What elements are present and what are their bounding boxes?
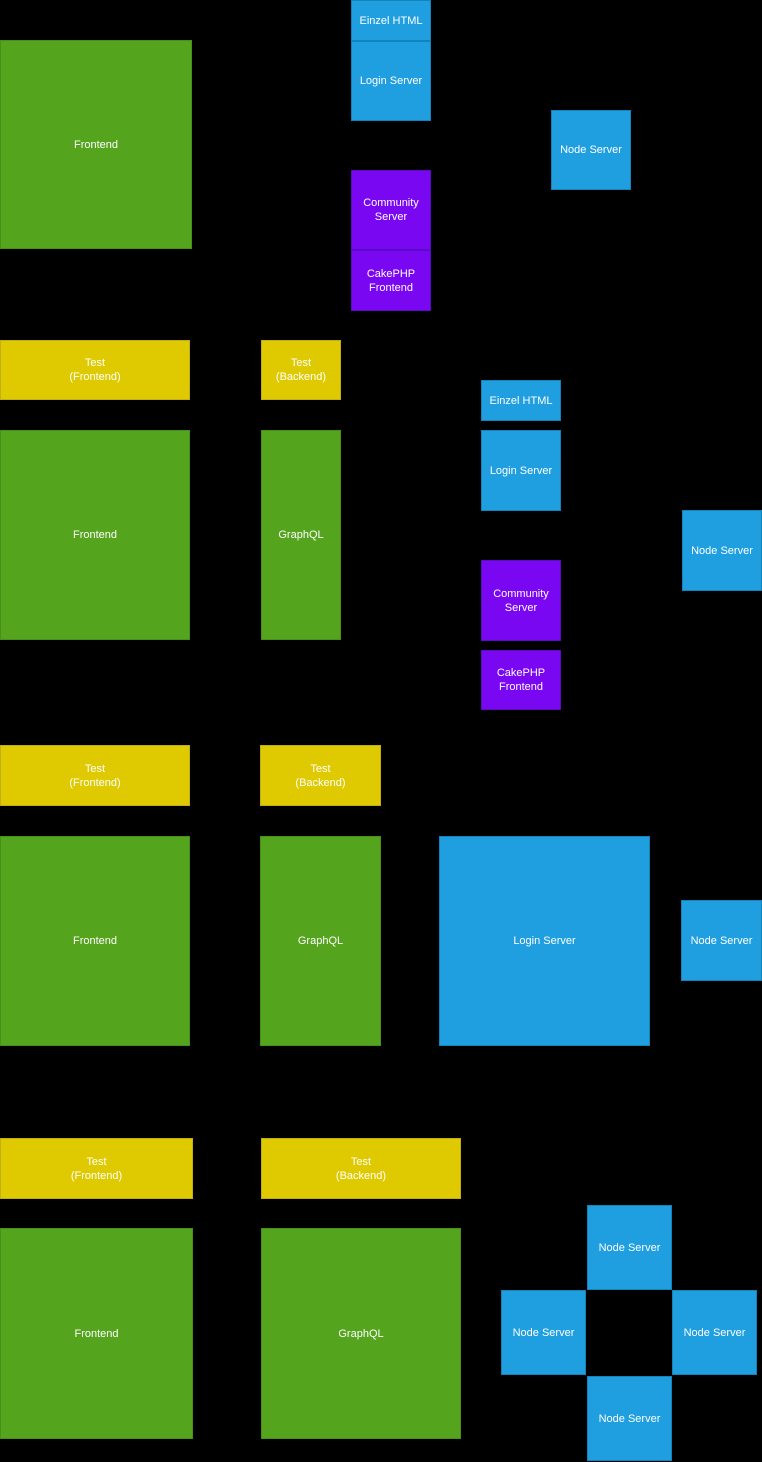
node-server-v1: Node Server xyxy=(551,110,631,190)
box-label: Test (Backend) xyxy=(295,762,346,789)
box-label: Login Server xyxy=(489,464,553,477)
box-label: Test (Frontend) xyxy=(69,357,121,383)
box-label: Frontend xyxy=(72,529,118,541)
graphql-v3: GraphQL xyxy=(260,836,381,1046)
test-frontend-v3: Test (Frontend) xyxy=(0,745,190,806)
login-server-v2: Login Server xyxy=(481,430,561,511)
node-server-v2: Node Server xyxy=(682,510,762,591)
box-label: Einzel HTML xyxy=(489,394,553,407)
test-backend-v4: Test (Backend) xyxy=(261,1138,461,1199)
test-frontend-v2: Test (Frontend) xyxy=(0,340,190,400)
box-label: Frontend xyxy=(73,138,119,151)
box-label: Test (Frontend) xyxy=(69,762,121,789)
box-label: GraphQL xyxy=(278,529,324,541)
frontend-v1: Frontend xyxy=(0,40,192,249)
frontend-v4: Frontend xyxy=(0,1228,193,1439)
box-label: Node Server xyxy=(598,1412,661,1425)
node-server-v4-left: Node Server xyxy=(501,1290,586,1375)
box-label: GraphQL xyxy=(338,1327,384,1340)
test-backend-v3: Test (Backend) xyxy=(260,745,381,806)
cakephp-frontend-v1: CakePHP Frontend xyxy=(351,250,431,311)
box-label: Frontend xyxy=(72,935,118,947)
box-label: Login Server xyxy=(359,75,423,87)
einzel-html-v1: Einzel HTML xyxy=(351,0,431,41)
box-label: Test (Backend) xyxy=(275,357,327,383)
graphql-v4: GraphQL xyxy=(261,1228,461,1439)
login-server-v3: Login Server xyxy=(439,836,650,1046)
box-label: CakePHP Frontend xyxy=(496,667,546,693)
test-frontend-v4: Test (Frontend) xyxy=(0,1138,193,1199)
box-label: Einzel HTML xyxy=(359,14,423,27)
box-label: Login Server xyxy=(513,935,576,947)
community-server-v1: Community Server xyxy=(351,170,431,250)
test-backend-v2: Test (Backend) xyxy=(261,340,341,400)
node-server-v3: Node Server xyxy=(681,900,762,981)
box-label: Node Server xyxy=(683,1326,746,1339)
node-server-v4-bottom: Node Server xyxy=(587,1376,672,1461)
box-label: CakePHP Frontend xyxy=(366,267,416,294)
box-label: Node Server xyxy=(560,144,622,156)
box-label: Node Server xyxy=(691,544,753,557)
graphql-v2: GraphQL xyxy=(261,430,341,640)
box-label: Test (Frontend) xyxy=(70,1155,123,1182)
node-server-v4-top: Node Server xyxy=(587,1205,672,1290)
box-label: GraphQL xyxy=(297,935,344,947)
box-label: Test (Backend) xyxy=(335,1155,387,1182)
einzel-html-v2: Einzel HTML xyxy=(481,380,561,421)
community-server-v2: Community Server xyxy=(481,560,561,641)
box-label: Node Server xyxy=(512,1326,575,1339)
box-label: Community Server xyxy=(363,197,419,223)
box-label: Community Server xyxy=(493,587,549,614)
box-label: Frontend xyxy=(74,1327,119,1340)
frontend-v3: Frontend xyxy=(0,836,190,1046)
cakephp-frontend-v2: CakePHP Frontend xyxy=(481,650,561,710)
box-label: Node Server xyxy=(690,934,753,947)
login-server-v1: Login Server xyxy=(351,41,431,121)
frontend-v2: Frontend xyxy=(0,430,190,640)
node-server-v4-right: Node Server xyxy=(672,1290,757,1375)
box-label: Node Server xyxy=(598,1241,661,1254)
